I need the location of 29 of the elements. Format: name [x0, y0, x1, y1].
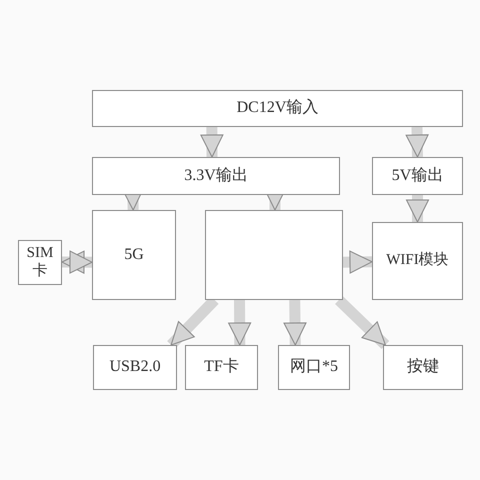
module-box [383, 345, 463, 390]
box-label: WIFI模块 [386, 252, 449, 270]
block-arrow [62, 250, 92, 274]
box-label: USB2.0 [109, 358, 161, 377]
module-box [92, 90, 463, 127]
block-arrow [200, 126, 224, 158]
box-label: 按键 [407, 358, 439, 377]
box-label: TF卡 [204, 358, 239, 377]
block-arrow [406, 195, 429, 222]
block-arrow [342, 250, 372, 274]
blank-box [205, 210, 343, 300]
module-box [18, 240, 62, 285]
block-arrow [335, 296, 390, 349]
module-box [93, 345, 177, 390]
module-box [278, 345, 350, 390]
module-box [92, 210, 176, 300]
box-label: 网口*5 [290, 358, 338, 377]
block-arrow [228, 300, 252, 346]
box-label: 5G [124, 246, 144, 264]
module-box [372, 222, 463, 300]
box-label: 5V输出 [392, 166, 444, 186]
module-box [92, 157, 340, 195]
block-arrow [406, 126, 429, 158]
box-label: 3.3V输出 [184, 166, 248, 186]
box-label: SIM卡 [26, 245, 54, 280]
module-box [185, 345, 258, 390]
block-arrow [284, 300, 306, 346]
box-label: DC12V输入 [236, 99, 318, 118]
module-box [372, 157, 463, 195]
